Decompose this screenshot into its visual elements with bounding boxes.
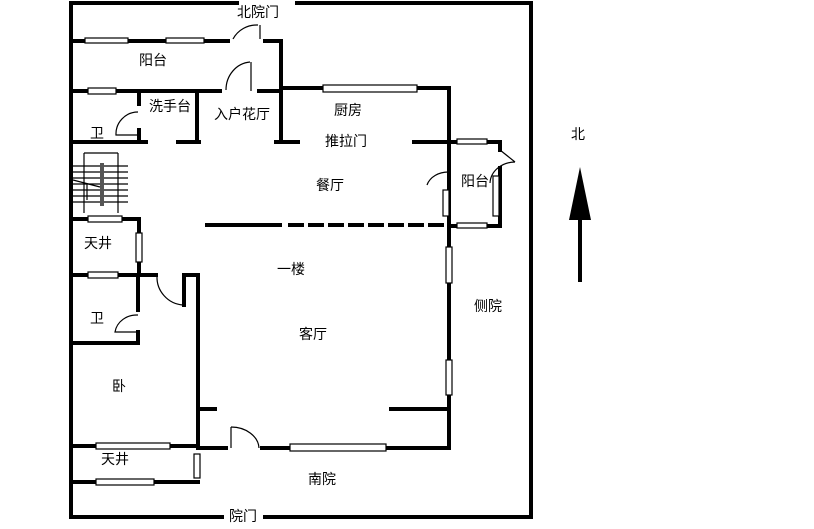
doors (114, 24, 516, 449)
label-bath-upper: 卫 (90, 126, 104, 142)
label-sliding-door: 推拉门 (325, 134, 367, 150)
north-arrow-icon (569, 167, 591, 282)
label-wash-basin: 洗手台 (149, 99, 191, 115)
label-dining: 餐厅 (316, 178, 344, 194)
yard-boundary (69, 1, 533, 519)
label-floor-title: 一楼 (277, 262, 305, 278)
label-yard-gate: 院门 (229, 509, 257, 525)
label-skywell-upper: 天井 (84, 236, 112, 252)
staircase (71, 152, 128, 213)
label-living: 客厅 (299, 327, 327, 343)
label-kitchen: 厨房 (334, 103, 362, 119)
windows (84, 37, 500, 486)
label-balcony-north: 阳台 (139, 53, 167, 69)
label-bath-lower: 卫 (90, 311, 104, 327)
label-compass-north: 北 (571, 127, 585, 143)
label-skywell-lower: 天井 (101, 452, 129, 468)
label-bedroom: 卧 (112, 379, 126, 395)
label-side-yard: 侧院 (474, 299, 502, 315)
label-south-yard: 南院 (308, 472, 336, 488)
label-entry-hall: 入户花厅 (214, 107, 270, 123)
label-north-gate: 北院门 (237, 5, 279, 21)
label-balcony-side: 阳台 (461, 174, 489, 190)
